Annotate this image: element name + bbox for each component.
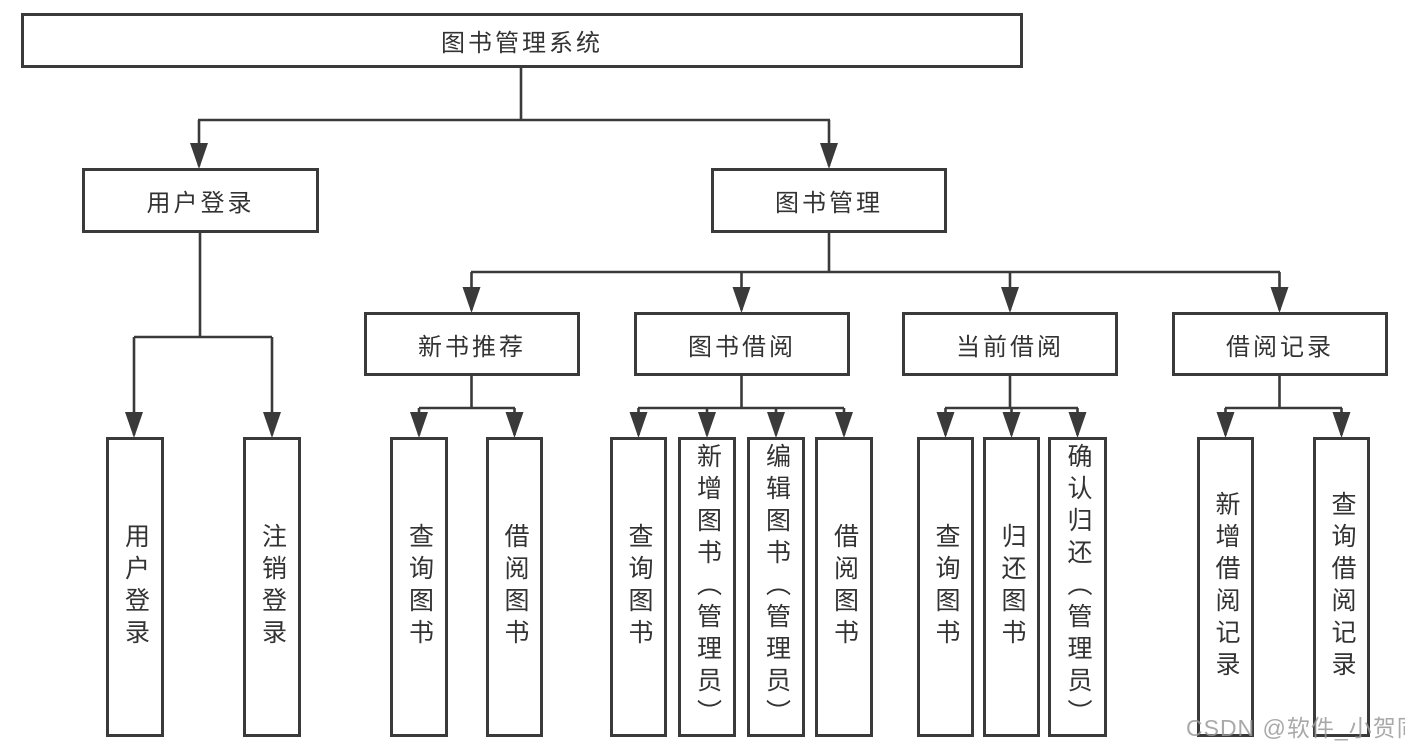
leaf-borrow-add-books-admin-label: 新增图书（管理员） xyxy=(693,443,722,731)
leaf-current-query-books-label: 查询图书 xyxy=(932,523,960,651)
leaf-record-add-borrow-record: 新增借阅记录 xyxy=(1197,437,1254,737)
leaf-newbook-borrow-books: 借阅图书 xyxy=(486,437,543,737)
leaf-borrow-edit-books-admin: 编辑图书（管理员） xyxy=(747,437,805,737)
leaf-borrow-query-books: 查询图书 xyxy=(610,437,667,737)
leaf-borrow-borrow-books: 借阅图书 xyxy=(815,437,873,737)
node-borrow-records: 借阅记录 xyxy=(1172,312,1388,376)
leaf-newbook-borrow-books-label: 借阅图书 xyxy=(501,523,529,651)
leaf-current-confirm-return-admin: 确认归还（管理员） xyxy=(1048,437,1107,737)
leaf-borrow-edit-books-admin-label: 编辑图书（管理员） xyxy=(762,443,791,731)
node-current-borrowing: 当前借阅 xyxy=(902,312,1118,376)
leaf-current-confirm-return-admin-label: 确认归还（管理员） xyxy=(1064,443,1092,731)
leaf-newbook-query-books-label: 查询图书 xyxy=(405,523,434,651)
node-book-management: 图书管理 xyxy=(711,168,947,233)
leaf-borrow-borrow-books-label: 借阅图书 xyxy=(830,523,859,651)
leaf-user-login-label: 用户登录 xyxy=(121,523,150,651)
leaf-current-return-books: 归还图书 xyxy=(983,437,1040,737)
leaf-user-login: 用户登录 xyxy=(106,437,164,737)
csdn-watermark: CSDN @软件_小贺同学 xyxy=(1186,715,1405,741)
node-book-borrowing: 图书借阅 xyxy=(634,312,850,376)
leaf-record-add-borrow-record-label: 新增借阅记录 xyxy=(1212,491,1240,683)
node-user-login: 用户登录 xyxy=(82,168,319,233)
leaf-logout: 注销登录 xyxy=(243,437,301,737)
leaf-current-query-books: 查询图书 xyxy=(917,437,974,737)
node-root: 图书管理系统 xyxy=(21,13,1023,68)
leaf-record-query-borrow-record-label: 查询借阅记录 xyxy=(1328,491,1356,683)
leaf-borrow-query-books-label: 查询图书 xyxy=(625,523,653,651)
leaf-record-query-borrow-record: 查询借阅记录 xyxy=(1313,437,1370,737)
leaf-logout-label: 注销登录 xyxy=(258,523,287,651)
node-new-book-recommend: 新书推荐 xyxy=(364,312,580,376)
leaf-current-return-books-label: 归还图书 xyxy=(998,523,1026,651)
leaf-newbook-query-books: 查询图书 xyxy=(390,437,448,737)
leaf-borrow-add-books-admin: 新增图书（管理员） xyxy=(678,437,736,737)
